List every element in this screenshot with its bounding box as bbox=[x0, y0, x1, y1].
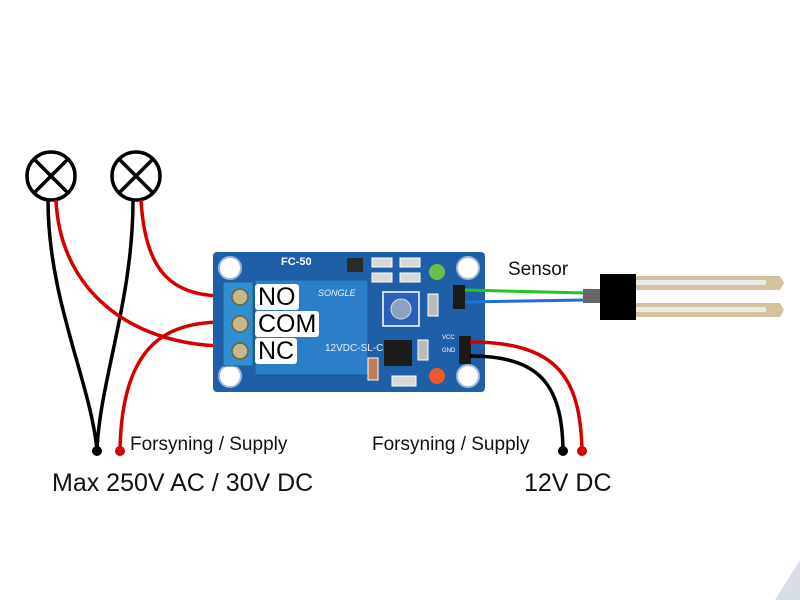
comparator-chip bbox=[384, 340, 412, 366]
terminal-no-label: NO bbox=[255, 284, 299, 310]
left-supply-caption: Forsyning / Supply bbox=[130, 434, 288, 455]
relay-module bbox=[213, 252, 485, 392]
wire-supply-com bbox=[118, 320, 226, 451]
lamp-2 bbox=[110, 150, 162, 202]
power-led bbox=[429, 264, 445, 280]
lamp-1 bbox=[25, 150, 77, 202]
dc-terminal-red bbox=[577, 446, 587, 456]
module-model-label: FC-50 bbox=[281, 256, 312, 268]
wire-lamp1-black bbox=[46, 199, 99, 451]
terminal-nc-label: NC bbox=[255, 338, 298, 364]
relay-brand: SONGLE bbox=[318, 288, 356, 298]
corner-decoration bbox=[775, 560, 800, 600]
vcc-pin-label: VCC bbox=[442, 335, 455, 341]
supply-terminal-black bbox=[92, 446, 102, 456]
dc-terminal-black bbox=[558, 446, 568, 456]
sensor-label: Sensor bbox=[508, 259, 569, 280]
wire-lamp2-black bbox=[95, 199, 135, 451]
wire-gnd-black bbox=[469, 354, 565, 451]
right-supply-caption: Forsyning / Supply bbox=[372, 434, 530, 455]
switch-led bbox=[429, 368, 445, 384]
moisture-sensor-probe bbox=[583, 274, 784, 320]
wire-lamp1-nc bbox=[54, 199, 226, 348]
right-supply-rating: 12V DC bbox=[524, 469, 612, 497]
wire-lamp2-no bbox=[139, 199, 226, 298]
terminal-com-label: COM bbox=[255, 311, 320, 337]
supply-terminal-red bbox=[115, 446, 125, 456]
relay-model: 12VDC-SL-C bbox=[325, 343, 384, 354]
wire-vcc-red bbox=[469, 340, 584, 451]
wire-sensor-blue bbox=[464, 298, 586, 304]
left-supply-rating: Max 250V AC / 30V DC bbox=[52, 469, 314, 497]
wire-sensor-green bbox=[464, 288, 586, 295]
gnd-pin-label: GND bbox=[442, 348, 456, 354]
